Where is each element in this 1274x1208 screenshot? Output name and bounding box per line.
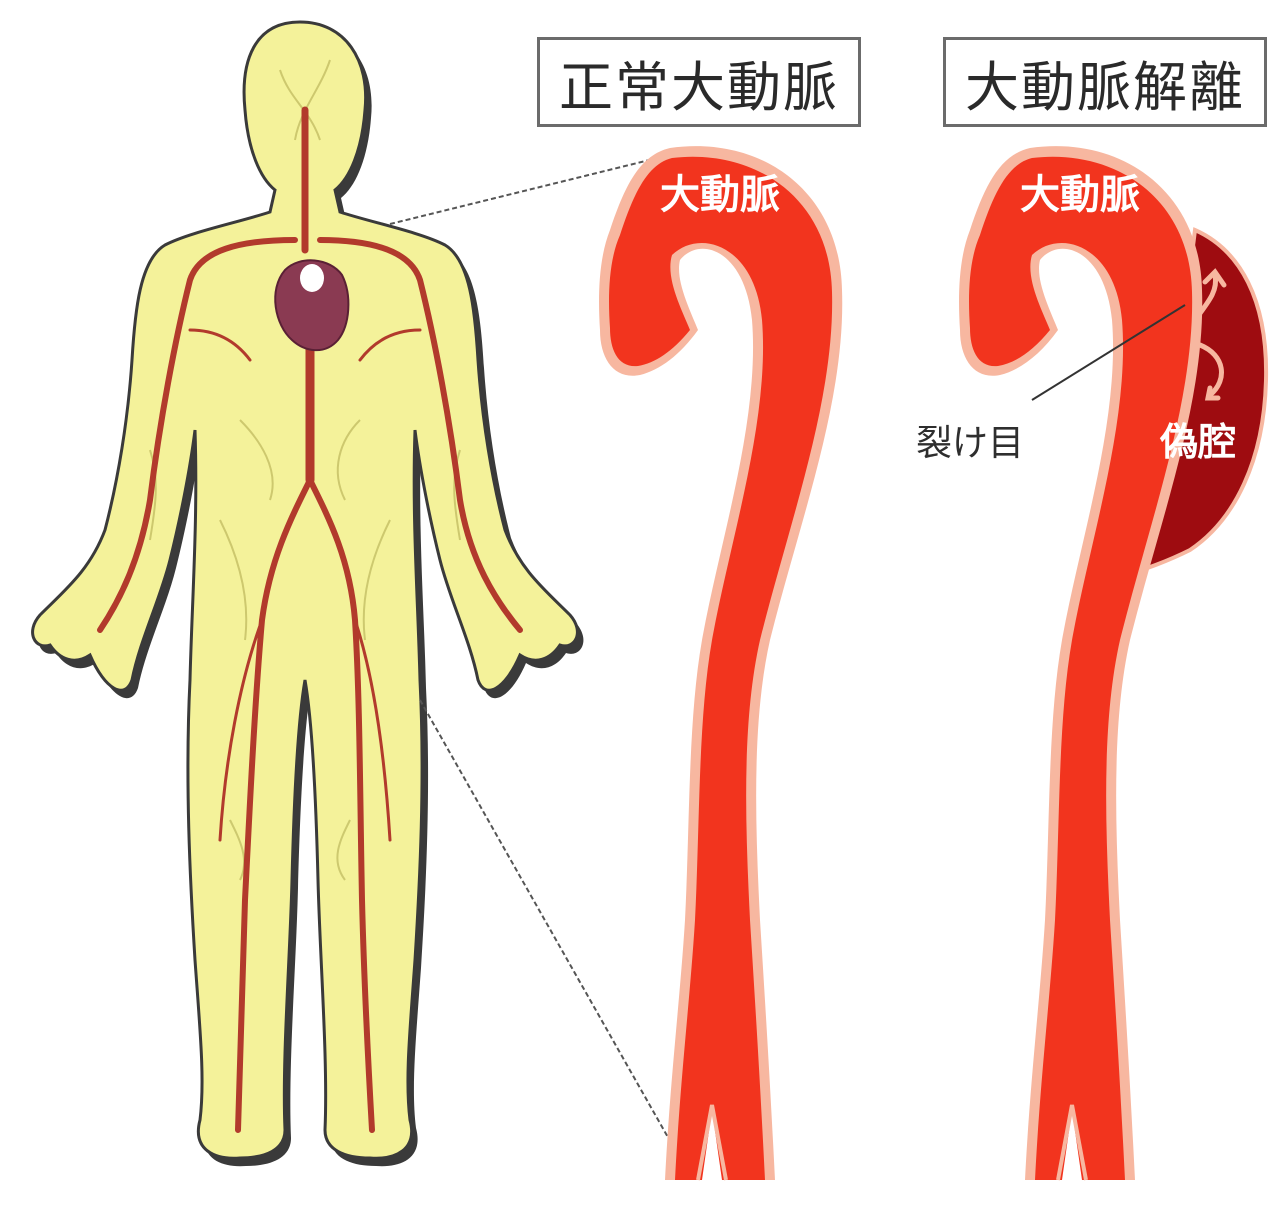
normal-aorta bbox=[599, 146, 842, 1180]
normal-aorta-body bbox=[609, 157, 832, 1180]
human-figure bbox=[33, 22, 584, 1166]
false-lumen-label: 偽腔 bbox=[1159, 420, 1236, 464]
dissected-aorta-body bbox=[969, 157, 1192, 1180]
heart-highlight bbox=[300, 264, 324, 292]
dissected-aorta bbox=[959, 146, 1266, 1180]
aorta-label-dissection: 大動脈 bbox=[1020, 172, 1140, 218]
title-aortic-dissection: 大動脈解離 bbox=[943, 37, 1267, 127]
tear-label: 裂け目 bbox=[916, 423, 1024, 464]
aorta-label-normal: 大動脈 bbox=[660, 172, 780, 218]
title-normal-aorta: 正常大動脈 bbox=[537, 37, 861, 127]
